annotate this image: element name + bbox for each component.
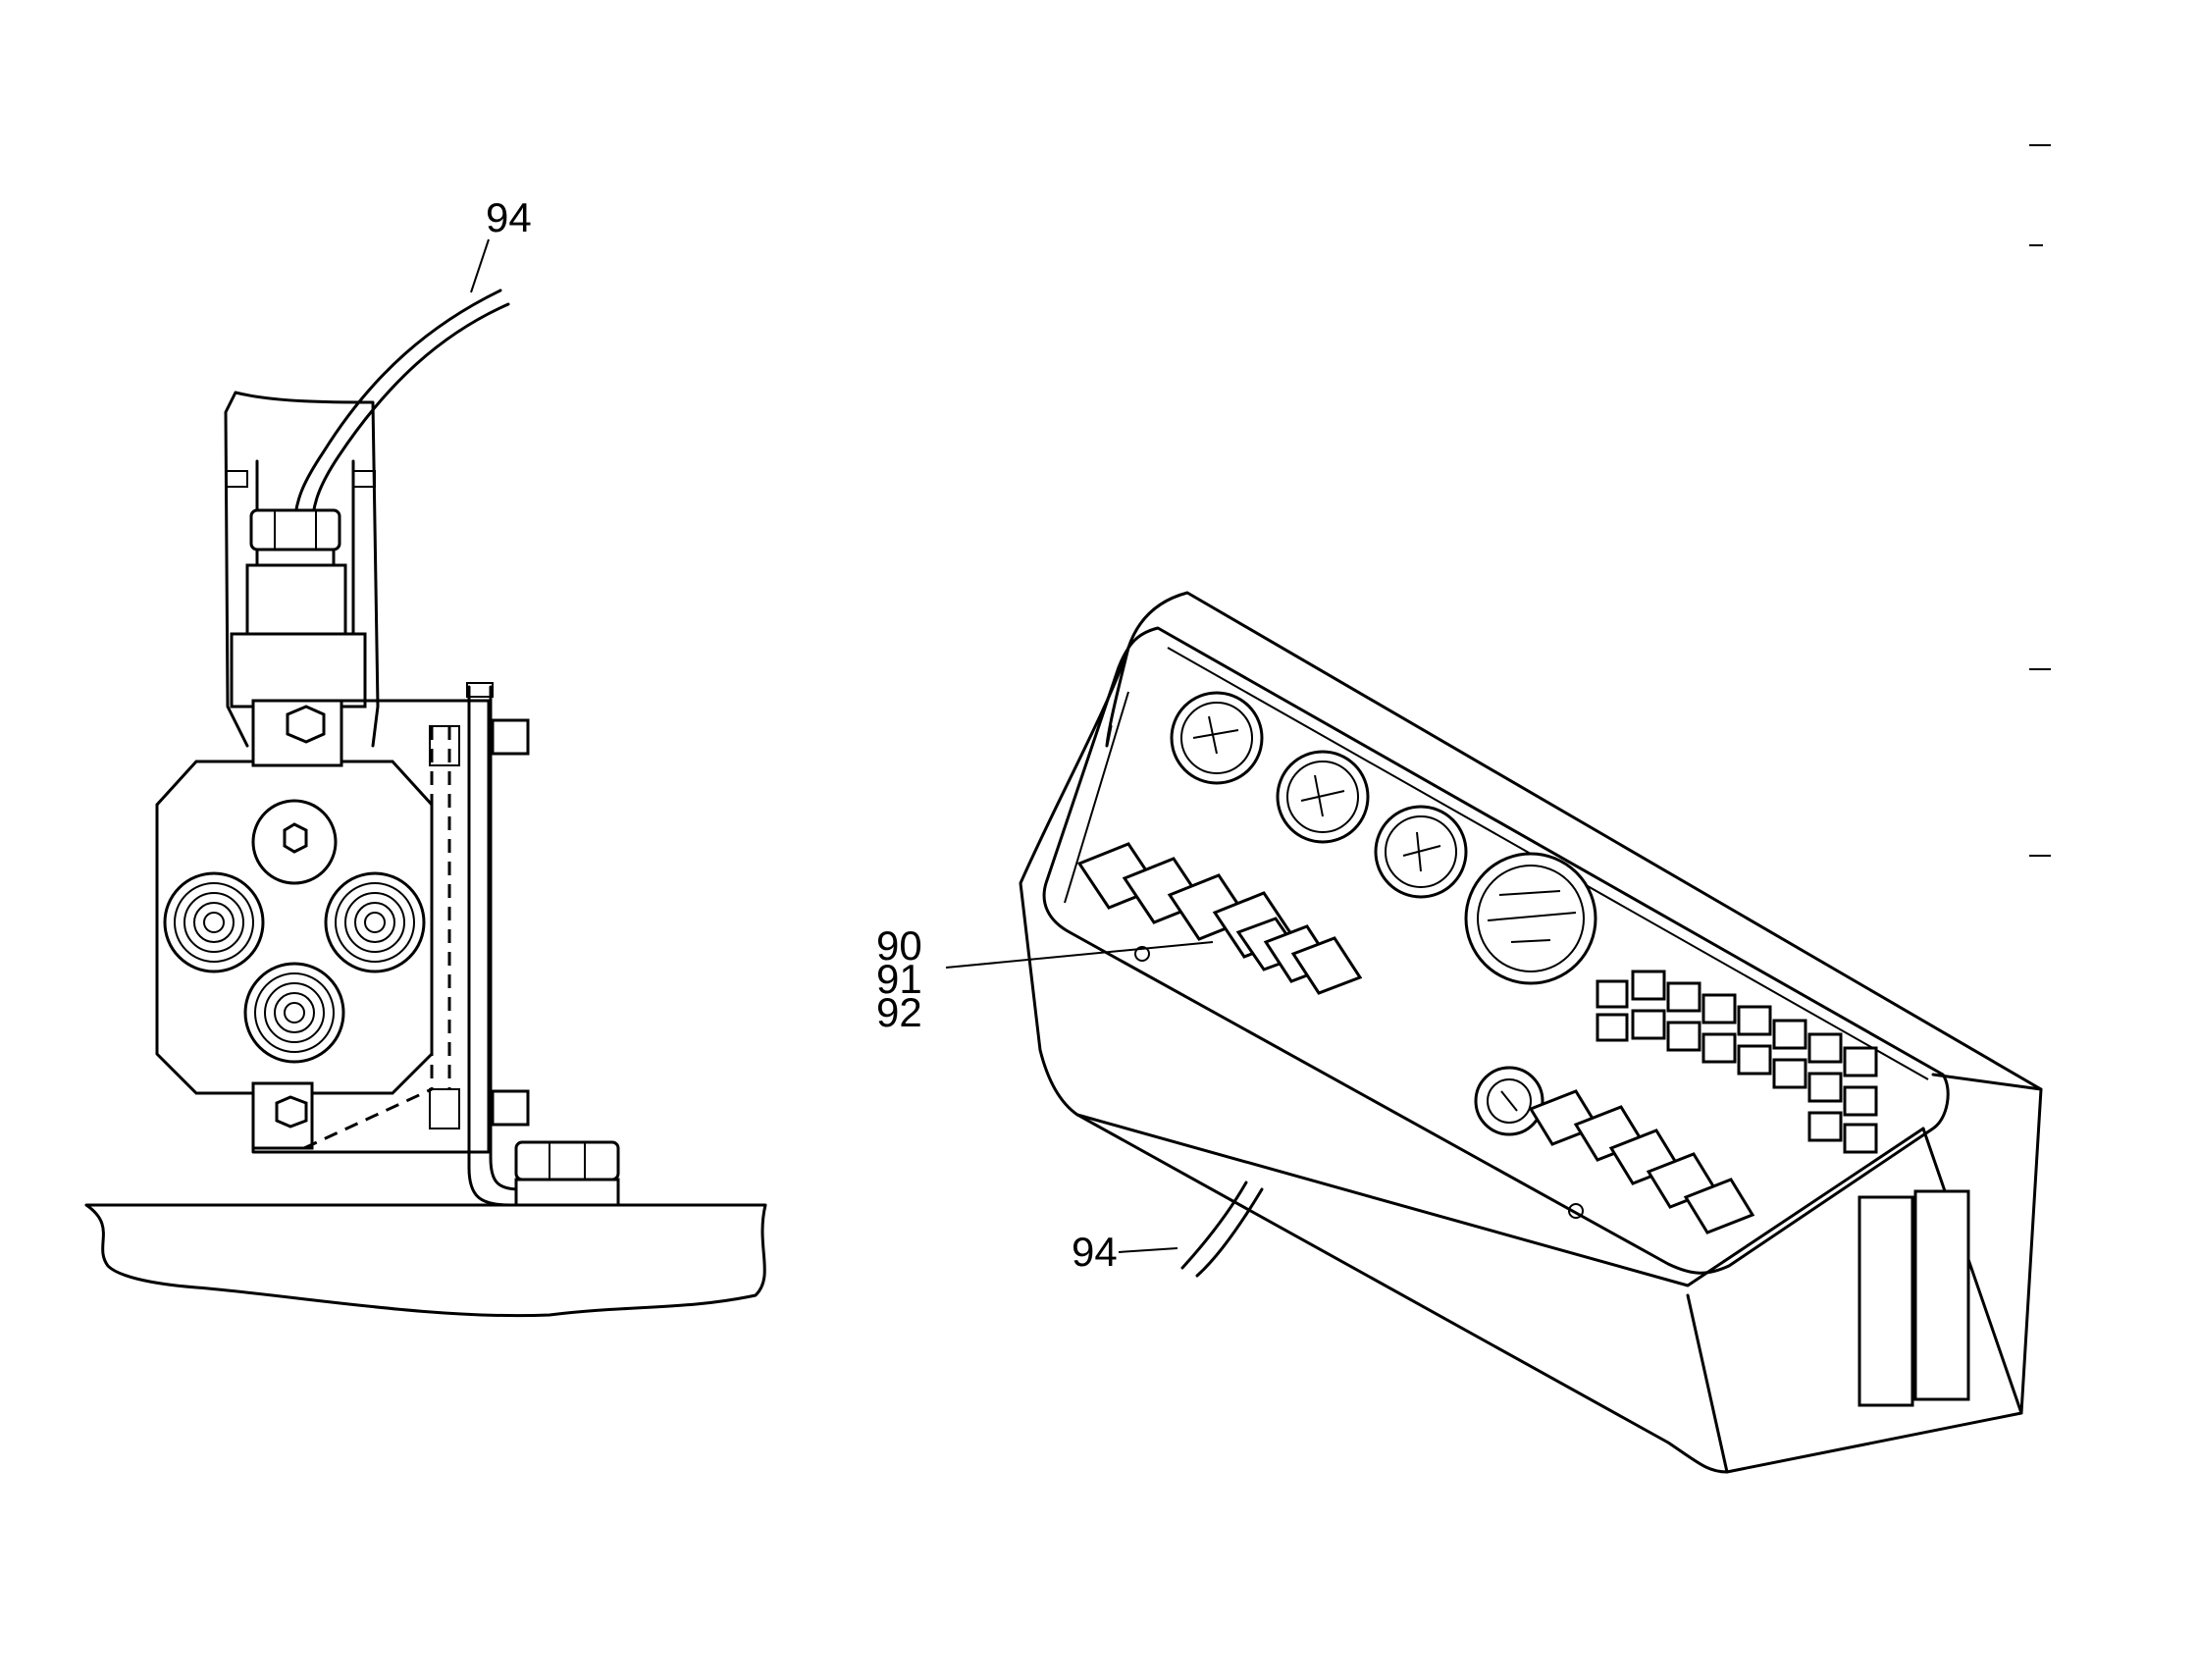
panel-housing <box>1019 591 2043 1474</box>
indicator-grid <box>1596 970 1878 1154</box>
connector-plug <box>230 632 367 709</box>
key-switch <box>1474 1066 1544 1136</box>
callout-94-right: 94 <box>1072 1229 1118 1275</box>
handle-right <box>1913 1189 1970 1401</box>
upper-housing <box>224 391 380 748</box>
margin-marks <box>2029 144 2051 857</box>
lower-rocker-switches <box>1528 1089 1755 1234</box>
mounting-surface <box>84 1203 767 1318</box>
rocker-switch-row <box>1076 842 1363 995</box>
callout-94-left: 94 <box>486 194 532 240</box>
bolt-bottom <box>275 1095 308 1129</box>
callout-90: 90 <box>876 922 922 969</box>
base-nut <box>514 1140 620 1181</box>
cable-left <box>292 289 502 532</box>
screw-2 <box>1568 1203 1584 1219</box>
gauge-3 <box>1374 805 1468 899</box>
connector-body <box>245 563 347 636</box>
instrument-panel: 94 90 91 92 <box>876 591 2043 1474</box>
port-right <box>324 871 426 973</box>
valve-body <box>155 760 434 1095</box>
screw-1 <box>1134 946 1150 962</box>
leader-94-left <box>470 238 490 293</box>
handle-left <box>1858 1195 1914 1407</box>
port-bottom <box>243 962 345 1064</box>
gland-nut <box>249 508 341 551</box>
gauge-1 <box>1170 691 1264 785</box>
leader-94-right <box>1118 1247 1178 1253</box>
bolt-top <box>286 705 326 744</box>
mount-bar <box>467 685 551 1207</box>
leader-90-92 <box>945 941 1214 969</box>
valve-assembly: 94 <box>84 194 767 1318</box>
gauge-speedometer <box>1464 852 1597 985</box>
callout-92: 92 <box>876 989 922 1035</box>
gauge-2 <box>1276 750 1370 844</box>
port-left <box>163 871 265 973</box>
cable-right <box>1180 1181 1248 1270</box>
callout-91: 91 <box>876 956 922 1002</box>
